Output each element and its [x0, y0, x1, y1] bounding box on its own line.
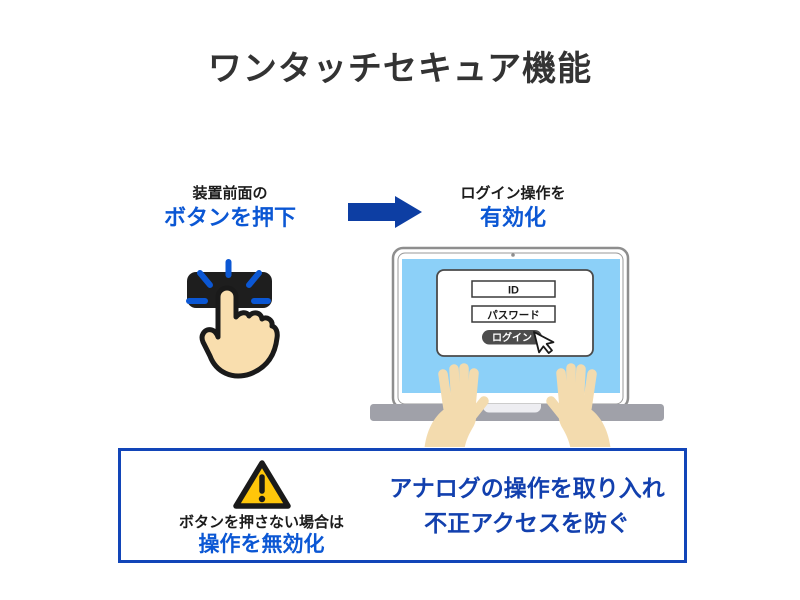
- left-step-action: ボタンを押下: [163, 205, 296, 230]
- press-button-icon: [186, 259, 280, 379]
- webcam-icon: [511, 253, 515, 257]
- press-button-illustration: [172, 248, 312, 388]
- password-field-label: パスワード: [487, 310, 540, 322]
- bottom-info-box: ボタンを押さない場合は 操作を無効化 アナログの操作を取り入れ 不正アクセスを防…: [118, 448, 687, 563]
- login-button-label: ログイン: [492, 331, 532, 344]
- left-step-caption: 装置前面の: [192, 185, 268, 202]
- right-step-captions: ログイン操作を 有効化: [413, 184, 613, 231]
- warning-icon: [232, 460, 291, 509]
- warning-group: ボタンを押さない場合は 操作を無効化: [159, 458, 364, 557]
- cursor-icon: [533, 331, 555, 354]
- right-step-action: 有効化: [479, 205, 546, 230]
- press-emphasis-lines: [186, 259, 271, 304]
- typing-hand-left: [424, 363, 489, 452]
- laptop-base-notch: [483, 404, 541, 413]
- warning-caption: ボタンを押さない場合は: [178, 514, 344, 531]
- flow-arrow: [348, 196, 422, 228]
- page-title: ワンタッチセキュア機能: [207, 50, 593, 88]
- message-group: アナログの操作を取り入れ 不正アクセスを防ぐ: [369, 471, 685, 541]
- pressing-hand-icon: [199, 285, 280, 379]
- arrow-right-icon: [348, 196, 422, 228]
- warning-action: 操作を無効化: [198, 533, 325, 556]
- id-field: [471, 280, 556, 298]
- left-step-captions: 装置前面の ボタンを押下: [130, 184, 330, 231]
- message-line-1: アナログの操作を取り入れ: [389, 475, 665, 501]
- message-line-2: 不正アクセスを防ぐ: [424, 510, 630, 536]
- right-step-caption: ログイン操作を: [460, 185, 566, 202]
- password-field: [471, 305, 556, 323]
- laptop-icon: ID パスワード ログイン: [370, 246, 664, 452]
- laptop-illustration: ID パスワード ログイン: [368, 246, 668, 447]
- login-button: [482, 330, 542, 345]
- id-field-label: ID: [508, 285, 519, 297]
